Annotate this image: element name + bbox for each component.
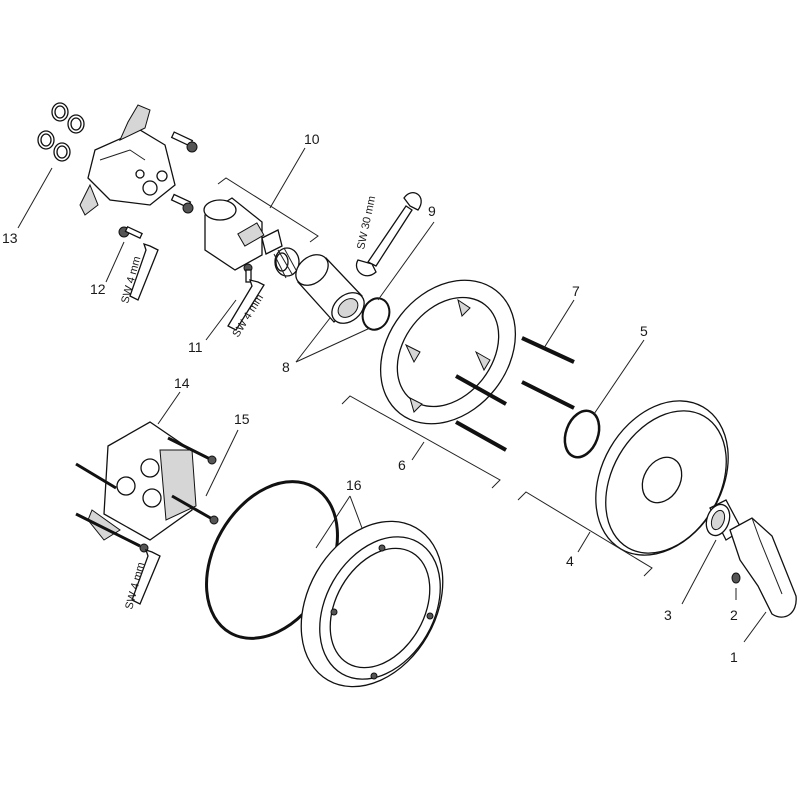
callout-1: 1 bbox=[730, 649, 738, 665]
part-12-screw bbox=[118, 225, 143, 239]
part-6-mounting-plate bbox=[379, 279, 517, 425]
callout-15: 15 bbox=[234, 411, 250, 427]
part-14-rough-in-body bbox=[87, 421, 197, 541]
screw-upper bbox=[170, 131, 198, 153]
callout-6: 6 bbox=[398, 457, 406, 473]
hex-key-12 bbox=[129, 242, 159, 301]
part-5-o-ring bbox=[563, 409, 601, 459]
callout-3: 3 bbox=[664, 607, 672, 623]
wrench-sw30 bbox=[355, 192, 422, 277]
callout-11: 11 bbox=[188, 339, 203, 355]
callout-12: 12 bbox=[90, 281, 106, 297]
part-1-lever-handle bbox=[729, 517, 797, 618]
part-9-o-ring bbox=[361, 297, 391, 331]
part-8-sleeve bbox=[295, 254, 365, 324]
part-2-grub-screw bbox=[731, 572, 741, 584]
part-6-screws bbox=[455, 374, 507, 452]
callout-4: 4 bbox=[566, 553, 574, 569]
callout-9: 9 bbox=[428, 203, 436, 219]
tool-label-wrench: SW 30 mm bbox=[355, 195, 378, 251]
hex-key-bottom bbox=[131, 548, 161, 605]
part-13-valve-body bbox=[37, 102, 176, 216]
callout-7: 7 bbox=[572, 283, 580, 299]
callout-8: 8 bbox=[282, 359, 290, 375]
screw-lower bbox=[170, 193, 194, 214]
part-16-extension-ring bbox=[300, 520, 444, 688]
callout-14: 14 bbox=[174, 375, 190, 391]
callout-10: 10 bbox=[304, 131, 320, 147]
callout-5: 5 bbox=[640, 323, 648, 339]
part-4-cover-plate bbox=[595, 400, 729, 556]
callout-13: 13 bbox=[2, 230, 18, 246]
callout-2: 2 bbox=[730, 607, 738, 623]
part-7-screws bbox=[521, 336, 575, 410]
callout-16: 16 bbox=[346, 477, 362, 493]
part-10-cartridge bbox=[203, 197, 283, 271]
part-10-spring bbox=[273, 247, 300, 279]
part-11-screw bbox=[243, 263, 253, 283]
hex-key-11 bbox=[227, 279, 265, 331]
